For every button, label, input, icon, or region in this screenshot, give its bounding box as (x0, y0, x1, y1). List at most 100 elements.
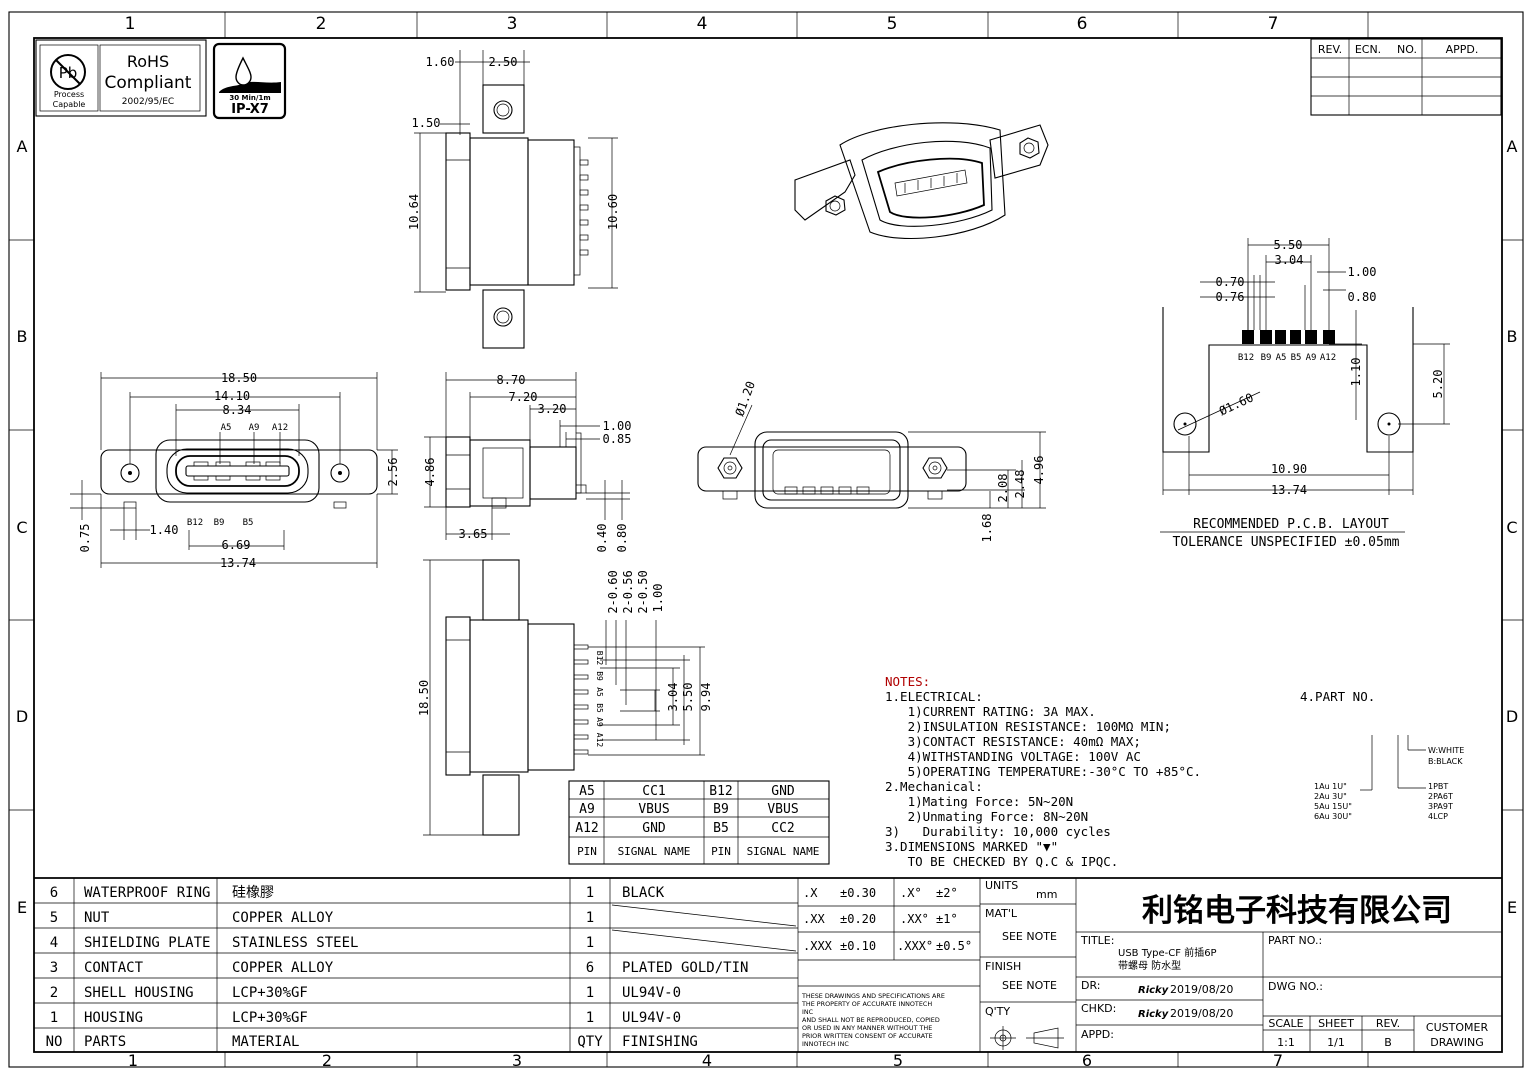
dim-front-2-56: 2.56 (386, 458, 400, 487)
top-view: 1.60 2.50 1.50 10.64 10.60 (407, 50, 620, 349)
pin-header-sig1: SIGNAL NAME (618, 845, 691, 858)
nut-icon-right (1019, 137, 1040, 159)
bom-r3-no: 3 (50, 960, 58, 976)
part-material-1: 1PBT (1428, 782, 1448, 791)
dim-bottom-1-00: 1.00 (651, 584, 665, 613)
grid-col-7-bottom: 7 (1273, 1051, 1283, 1070)
part-plating-3: 5Au 15U" (1314, 802, 1352, 811)
bom-header-no: NO (46, 1034, 63, 1050)
bom-r6-material: 硅橡膠 (232, 885, 274, 901)
note-line-6: 5)OPERATING TEMPERATURE:-30°C TO +85°C. (885, 764, 1201, 779)
grid-row-labels: A B C D E A B C D E (16, 137, 1518, 917)
dim-bottom-18-50: 18.50 (417, 680, 431, 716)
title-line-1: USB Type-CF 前插6P (1118, 946, 1217, 959)
grid-col-5-bottom: 5 (893, 1051, 903, 1070)
bom-r5-no: 5 (50, 910, 58, 926)
dim-bottom-2-050: 2-0.50 (636, 570, 650, 613)
water-drop-icon (219, 56, 281, 93)
bom-r5-material: COPPER ALLOY (232, 910, 334, 926)
grid-col-6: 6 (1077, 14, 1088, 34)
front-pin-b9: B9 (214, 518, 225, 528)
tol-r2-a: .XX (803, 912, 825, 926)
dim-bottom-9-94: 9.94 (699, 683, 713, 712)
bom-r1-finish: UL94V-0 (622, 1010, 681, 1026)
bottom-pin-a12: A12 (595, 733, 604, 748)
dim-pcb-3-04: 3.04 (1275, 253, 1304, 267)
title-label: TITLE: (1080, 934, 1114, 947)
dim-bottom-2-056: 2-0.56 (621, 570, 635, 613)
grid-col-7: 7 (1268, 14, 1279, 34)
dim-side-0-80: 0.80 (615, 524, 629, 553)
pin-row2-pin2: B9 (713, 802, 729, 817)
end-view: Ø1.20 2.08 2.48 4.96 1.68 (697, 379, 1046, 543)
bom-r2-material: LCP+30%GF (232, 985, 308, 1001)
rev-label: REV. (1376, 1017, 1400, 1030)
bom-r4-material: STAINLESS STEEL (232, 935, 358, 951)
sheet-label: SHEET (1318, 1017, 1354, 1030)
units-value: mm (1036, 888, 1057, 901)
scale-value: 1:1 (1277, 1036, 1295, 1049)
bom-r5-qty: 1 (586, 910, 594, 926)
bom-header-qty: QTY (577, 1034, 603, 1050)
customer-line-1: CUSTOMER (1426, 1021, 1489, 1034)
dim-bottom-2-060: 2-0.60 (606, 570, 620, 613)
dim-end-4-96: 4.96 (1032, 456, 1046, 485)
pin-row2-pin1: A9 (579, 802, 595, 817)
part-no-title: 4.PART NO. (1300, 689, 1375, 704)
dim-pcb-13-74: 13.74 (1271, 483, 1307, 497)
note-line-12: TO BE CHECKED BY Q.C & IPQC. (885, 854, 1118, 869)
pin-row3-pin1: A12 (575, 821, 598, 836)
appd-header: APPD. (1446, 43, 1479, 56)
tol-r3-d: ±0.5° (936, 939, 972, 953)
dim-front-6-69: 6.69 (222, 538, 251, 552)
rohs-subtitle: Compliant (105, 73, 192, 93)
matl-label: MAT'L (985, 907, 1018, 920)
bom-r2-qty: 1 (586, 985, 594, 1001)
grid-col-labels-top: 1 2 3 4 5 6 7 (125, 14, 1279, 34)
dim-pcb-5-50: 5.50 (1274, 238, 1303, 252)
pcb-pin-b5: B5 (1291, 353, 1302, 363)
rev-header: REV. (1318, 43, 1342, 56)
legal-line-2: THE PROPERTY OF ACCURATE INNOTECH (801, 1000, 932, 1008)
note-line-1: 1.ELECTRICAL: (885, 689, 983, 704)
rev-value: B (1384, 1036, 1392, 1049)
note-line-9: 2)Unmating Force: 8N~20N (885, 809, 1088, 824)
dim-front-13-74: 13.74 (220, 556, 256, 570)
bottom-pin-a9: A9 (595, 717, 604, 727)
company-name: 利铭电子科技有限公司 (1142, 893, 1452, 929)
legal-line-7: INNOTECH INC (802, 1040, 849, 1048)
pcb-pin-b12: B12 (1238, 353, 1254, 363)
bom-r1-qty: 1 (586, 1010, 594, 1026)
grid-col-1: 1 (125, 14, 136, 34)
dim-pcb-0-76: 0.76 (1216, 290, 1245, 304)
legal-line-4: AND SHALL NOT BE REPRODUCED, COPIED (802, 1016, 940, 1024)
note-line-7: 2.Mechanical: (885, 779, 983, 794)
bom-r6-no: 6 (50, 885, 58, 901)
bottom-pin-a5: A5 (595, 687, 604, 697)
dim-front-14-10: 14.10 (214, 389, 250, 403)
qty-label: Q'TY (985, 1005, 1010, 1018)
note-line-3: 2)INSULATION RESISTANCE: 100MΩ MIN; (885, 719, 1171, 734)
tol-r1-a: .X (803, 886, 818, 900)
nut-icon-left (825, 195, 846, 216)
dr-name: Ricky (1138, 985, 1169, 996)
dim-end-1-68: 1.68 (980, 514, 994, 543)
dim-front-0-75: 0.75 (78, 524, 92, 553)
dr-date: 2019/08/20 (1170, 983, 1233, 996)
part-material-3: 3PA9T (1428, 802, 1453, 811)
note-line-5: 4)WITHSTANDING VOLTAGE: 100V AC (885, 749, 1141, 764)
revision-table: REV. ECN. NO. APPD. (1310, 38, 1502, 116)
no-lead-icon: Pb (50, 54, 86, 90)
legal-line-1: THESE DRAWINGS AND SPECIFICATIONS ARE (801, 992, 945, 1000)
grid-col-5: 5 (887, 14, 898, 34)
bom-r1-part: HOUSING (84, 1010, 143, 1026)
front-pin-a9: A9 (249, 423, 260, 433)
dim-bottom-5-50: 5.50 (681, 683, 695, 712)
front-pin-b5: B5 (243, 518, 254, 528)
sheet-value: 1/1 (1327, 1036, 1345, 1049)
grid-col-6-bottom: 6 (1082, 1051, 1092, 1070)
part-plating-4: 6Au 30U" (1314, 812, 1352, 821)
grid-col-3: 3 (507, 14, 518, 34)
matl-value: SEE NOTE (1002, 930, 1057, 943)
